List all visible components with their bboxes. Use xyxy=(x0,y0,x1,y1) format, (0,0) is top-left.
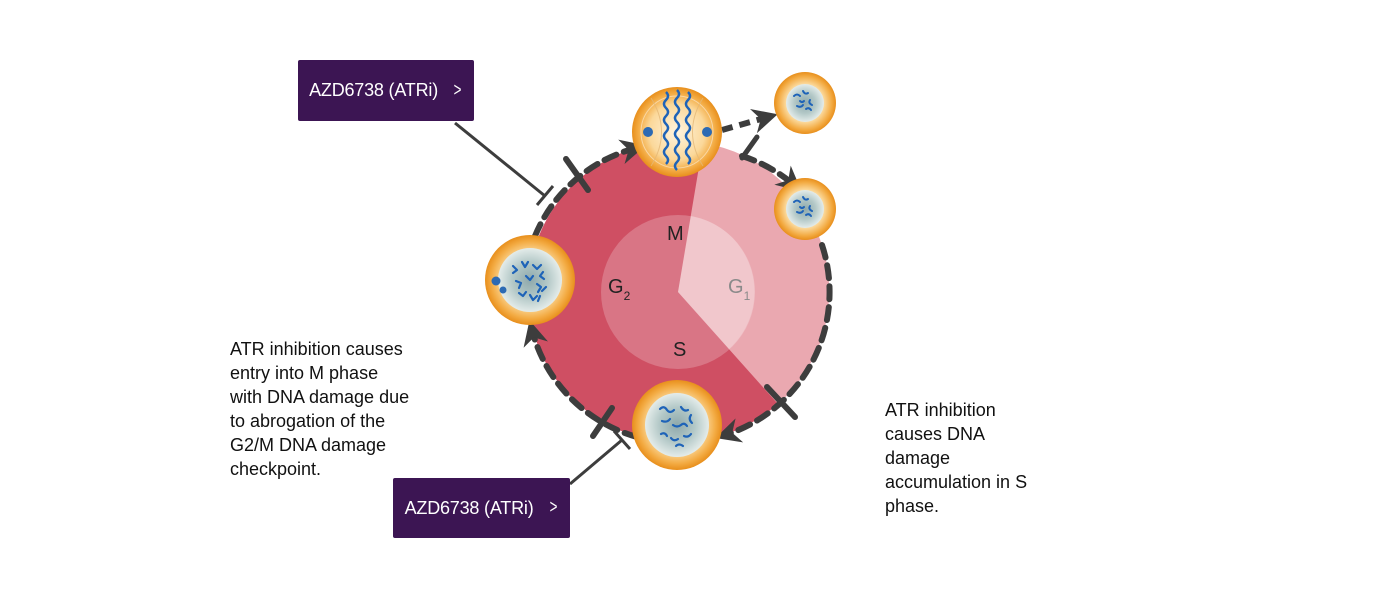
daughter-arrow xyxy=(721,108,778,134)
phase-label-s: S xyxy=(673,339,686,361)
cell-daughter-top xyxy=(774,72,836,134)
chevron-right-icon: > xyxy=(453,79,462,101)
center-disc xyxy=(601,215,755,369)
chevron-right-icon: > xyxy=(549,497,557,518)
phase-label-g2: G2 xyxy=(608,276,631,303)
atr-inhibitor-button-bottom[interactable]: AZD6738 (ATRi) > xyxy=(393,478,570,538)
checkpoint-bar-m xyxy=(739,134,760,161)
annotation-s-phase-damage: ATR inhibition causes DNA damage accumul… xyxy=(885,400,1028,516)
phase-label-g1: G1 xyxy=(728,276,751,303)
checkpoint-bar-s xyxy=(764,384,798,420)
cell-metaphase xyxy=(632,87,722,177)
inhibition-bar-bottom xyxy=(612,430,632,450)
inhibition-bar-top xyxy=(535,185,555,206)
inhibition-line-bottom xyxy=(569,438,623,486)
inhibition-line-top xyxy=(454,121,546,198)
cell-s-phase xyxy=(632,380,722,470)
cell-daughter-right xyxy=(774,178,836,240)
phase-label-g2-sub: 2 xyxy=(624,289,631,303)
cell-g2 xyxy=(485,235,575,325)
checkpoint-bar-g2m xyxy=(563,156,591,193)
atr-inhibitor-label-top: AZD6738 (ATRi) xyxy=(309,80,438,100)
center-g1-sector xyxy=(678,216,755,349)
phase-label-g1-sub: 1 xyxy=(744,289,751,303)
phase-label-m: M xyxy=(667,223,684,245)
atr-inhibitor-button-top[interactable]: AZD6738 (ATRi) > xyxy=(298,60,474,121)
atr-inhibitor-label-bottom: AZD6738 (ATRi) xyxy=(404,497,534,518)
checkpoint-bar-g2 xyxy=(590,405,615,439)
annotation-g2m-checkpoint: ATR inhibition causes entry into M phase… xyxy=(230,339,410,479)
